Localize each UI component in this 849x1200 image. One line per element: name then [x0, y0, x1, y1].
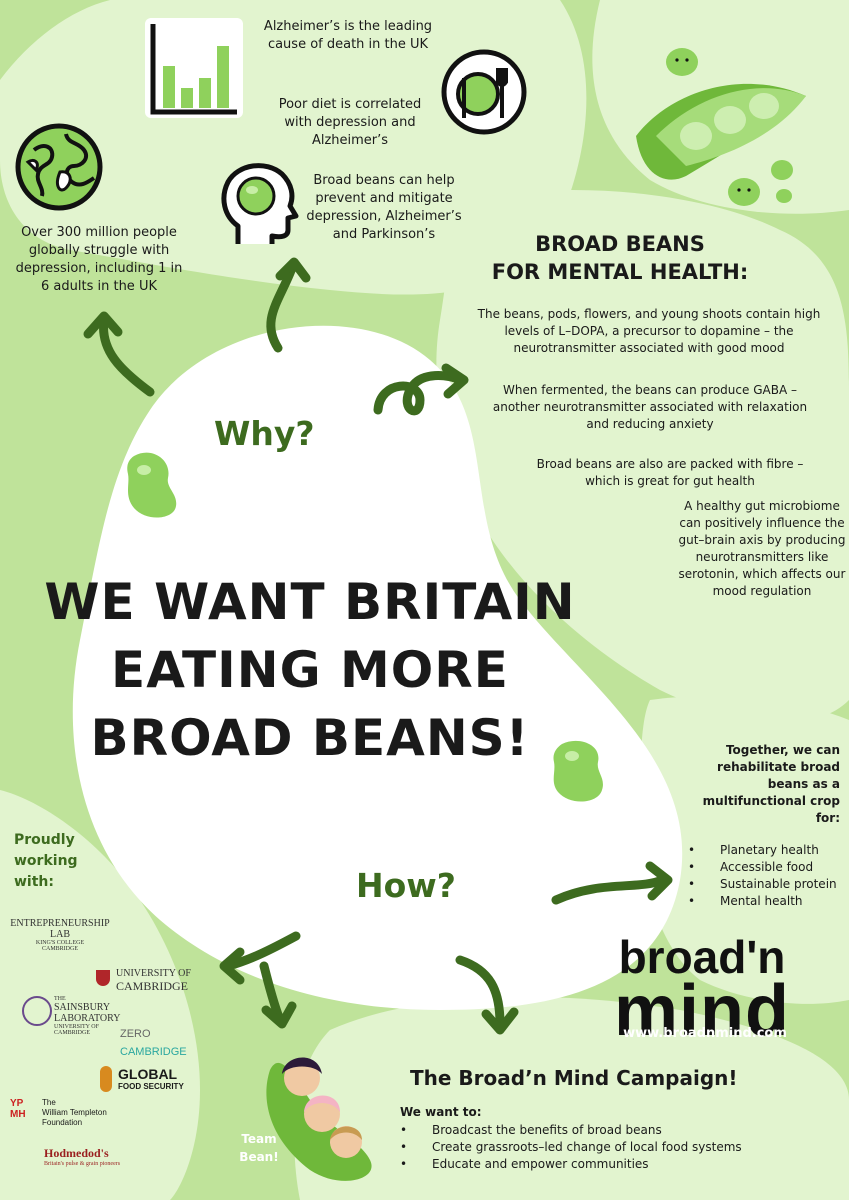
- together-list: •Planetary health •Accessible food •Sust…: [688, 842, 848, 910]
- campaign-title: The Broad’n Mind Campaign!: [410, 1066, 738, 1090]
- partner-templeton-l3: Foundation: [42, 1118, 83, 1127]
- partner-sainsbury-l1: SAINSBURY: [54, 1002, 111, 1013]
- partner-sainsbury-l2: LABORATORY: [54, 1013, 121, 1024]
- templeton-logo: YP MH: [10, 1098, 26, 1120]
- mental-health-title-line2: FOR MENTAL HEALTH:: [491, 260, 749, 284]
- stat-depression: Over 300 million people globally struggl…: [15, 225, 183, 294]
- team-bean-line1: Team: [241, 1132, 277, 1146]
- partner-zero-cambridge-name: CAMBRIDGE: [120, 1046, 187, 1058]
- brand-logo-line2: mind: [614, 971, 790, 1051]
- head-brain-icon: [216, 158, 300, 248]
- partner-entrepreneurship-sub2: CAMBRIDGE: [41, 946, 78, 952]
- bean-icon: [553, 740, 603, 802]
- partner-hodmedod-name: Hodmedod's: [44, 1146, 109, 1160]
- team-bean-line2: Bean!: [239, 1150, 279, 1164]
- headline-line3: BROAD BEANS!: [90, 709, 530, 767]
- bean-icon: [127, 452, 177, 518]
- partner-global-food-security: GLOBAL FOOD SECURITY: [100, 1066, 210, 1092]
- partner-entrepreneurship-lab: ENTREPRENEURSHIP LAB KING'S COLLEGE CAMB…: [10, 918, 110, 952]
- campaign-item: Broadcast the benefits of broad beans: [432, 1123, 662, 1137]
- sainsbury-logo-icon: [22, 996, 52, 1026]
- list-item: •Educate and empower communities: [400, 1157, 649, 1171]
- plate-fork-knife-icon: [440, 48, 528, 136]
- partner-global-l2: FOOD SECURITY: [118, 1082, 184, 1091]
- team-bean-pod: [250, 1030, 390, 1190]
- mental-health-para4: A healthy gut microbiome can positively …: [678, 499, 846, 598]
- globe-icon: [14, 122, 104, 212]
- team-bean-label: Team Bean!: [234, 1130, 284, 1166]
- partner-university-cambridge: UNIVERSITY OF CAMBRIDGE: [96, 968, 206, 994]
- mental-health-title-line1: BROAD BEANS: [535, 232, 705, 256]
- partner-global-l1: GLOBAL: [118, 1066, 178, 1082]
- partner-cambridge-l1: UNIVERSITY OF: [116, 968, 191, 979]
- brand-logo: broad'n mind: [612, 931, 792, 1051]
- campaign-item: Create grassroots–led change of local fo…: [432, 1140, 742, 1154]
- together-item: Planetary health: [720, 843, 819, 857]
- partner-entrepreneurship-name: ENTREPRENEURSHIP LAB: [10, 918, 110, 940]
- partner-sainsbury-l3: UNIVERSITY OF CAMBRIDGE: [54, 1024, 99, 1036]
- mental-health-para1: The beans, pods, flowers, and young shoo…: [477, 307, 821, 355]
- partner-templeton: YP MH The William Templeton Foundation: [10, 1098, 120, 1128]
- list-item: •Sustainable protein: [688, 877, 837, 891]
- list-item: •Accessible food: [688, 860, 814, 874]
- headline: WE WANT BRITAIN EATING MORE BROAD BEANS!: [40, 568, 580, 772]
- mental-health-para3: Broad beans are also are packed with fib…: [536, 457, 804, 488]
- list-item: •Broadcast the benefits of broad beans: [400, 1123, 662, 1137]
- why-label: Why?: [214, 414, 315, 453]
- partner-sainsbury-lab: THE SAINSBURY LABORATORY UNIVERSITY OF C…: [22, 996, 132, 1036]
- stat-poor-diet: Poor diet is correlated with depression …: [278, 97, 422, 148]
- campaign-item: Educate and empower communities: [432, 1157, 649, 1171]
- brand-url[interactable]: www.broadnmind.com: [623, 1026, 787, 1041]
- list-item: •Mental health: [688, 894, 803, 908]
- partner-hodmedods: Hodmedod's Britain's pulse & grain pione…: [44, 1146, 154, 1167]
- how-label: How?: [356, 866, 456, 905]
- partner-templeton-l2: William Templeton: [42, 1108, 107, 1117]
- together-item: Accessible food: [720, 860, 814, 874]
- partner-zero: ZERO: [120, 1028, 151, 1040]
- together-intro: Together, we can rehabilitate broad bean…: [702, 743, 840, 825]
- mental-health-title: BROAD BEANS FOR MENTAL HEALTH:: [470, 230, 770, 286]
- stat-alzheimers: Alzheimer’s is the leading cause of deat…: [263, 19, 433, 52]
- list-item: •Planetary health: [688, 843, 819, 857]
- partner-sainsbury-the: THE: [54, 996, 66, 1002]
- stat-beans-help: Broad beans can help prevent and mitigat…: [306, 173, 462, 242]
- partner-cambridge-l2: CAMBRIDGE: [116, 979, 189, 993]
- together-item: Mental health: [720, 894, 803, 908]
- wheat-icon: [100, 1066, 112, 1092]
- partner-hodmedod-sub: Britain's pulse & grain pioneers: [44, 1161, 121, 1167]
- partner-templeton-l1: The: [42, 1098, 56, 1107]
- bar-chart-icon: [145, 18, 243, 118]
- partner-zero-cambridge: ZERO CAMBRIDGE: [120, 1024, 220, 1060]
- partners-heading: Proudly working with:: [14, 832, 78, 890]
- pod-icon: [266, 1057, 372, 1181]
- brand-logo-line1: broad'n: [618, 931, 786, 983]
- partner-entrepreneurship-sub1: KING'S COLLEGE: [35, 940, 85, 946]
- campaign-list: •Broadcast the benefits of broad beans •…: [400, 1122, 820, 1173]
- headline-line1: WE WANT BRITAIN: [44, 573, 576, 631]
- together-item: Sustainable protein: [720, 877, 837, 891]
- bean-pod-icon: [626, 36, 826, 226]
- campaign-intro: We want to:: [400, 1105, 482, 1119]
- headline-line2: EATING MORE: [111, 641, 509, 699]
- mental-health-para2: When fermented, the beans can produce GA…: [492, 383, 808, 431]
- crest-icon: [96, 970, 110, 986]
- list-item: •Create grassroots–led change of local f…: [400, 1140, 742, 1154]
